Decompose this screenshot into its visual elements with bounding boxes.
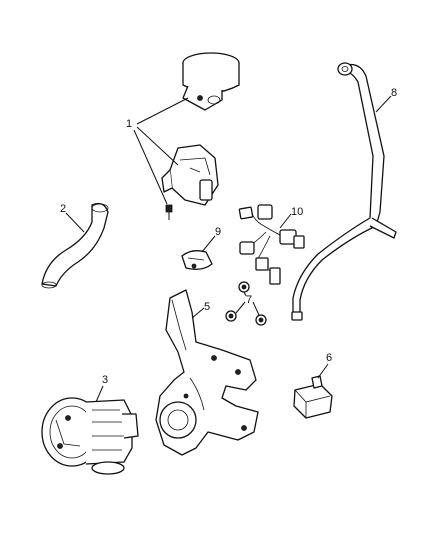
callout-1: 1 (126, 97, 189, 205)
callout-9-label: 9 (215, 226, 221, 238)
part-9-clamp: 9 (181, 226, 221, 270)
part-3-air-pump: 3 (41, 374, 139, 475)
callout-3-label: 3 (102, 374, 108, 386)
part-8-tube: 8 (291, 62, 397, 321)
part-6-relay: 6 (293, 352, 333, 419)
part-7-nuts: 7 (225, 281, 267, 326)
callout-10-label: 10 (291, 206, 303, 218)
callout-6-label: 6 (326, 352, 332, 364)
part-1-upper-valve (182, 52, 240, 111)
callout-7-label: 7 (246, 294, 252, 306)
callout-1-label: 1 (126, 118, 132, 130)
callout-8-label: 8 (391, 87, 397, 99)
callout-2-label: 2 (60, 203, 66, 215)
part-10-wiring-harness: 10 (238, 204, 305, 285)
part-1-bolt (165, 204, 173, 220)
part-5-bracket: 5 (155, 289, 259, 456)
part-1-lower-valve (161, 144, 219, 206)
part-2-hose: 2 (41, 202, 109, 289)
callout-5-label: 5 (204, 301, 210, 313)
